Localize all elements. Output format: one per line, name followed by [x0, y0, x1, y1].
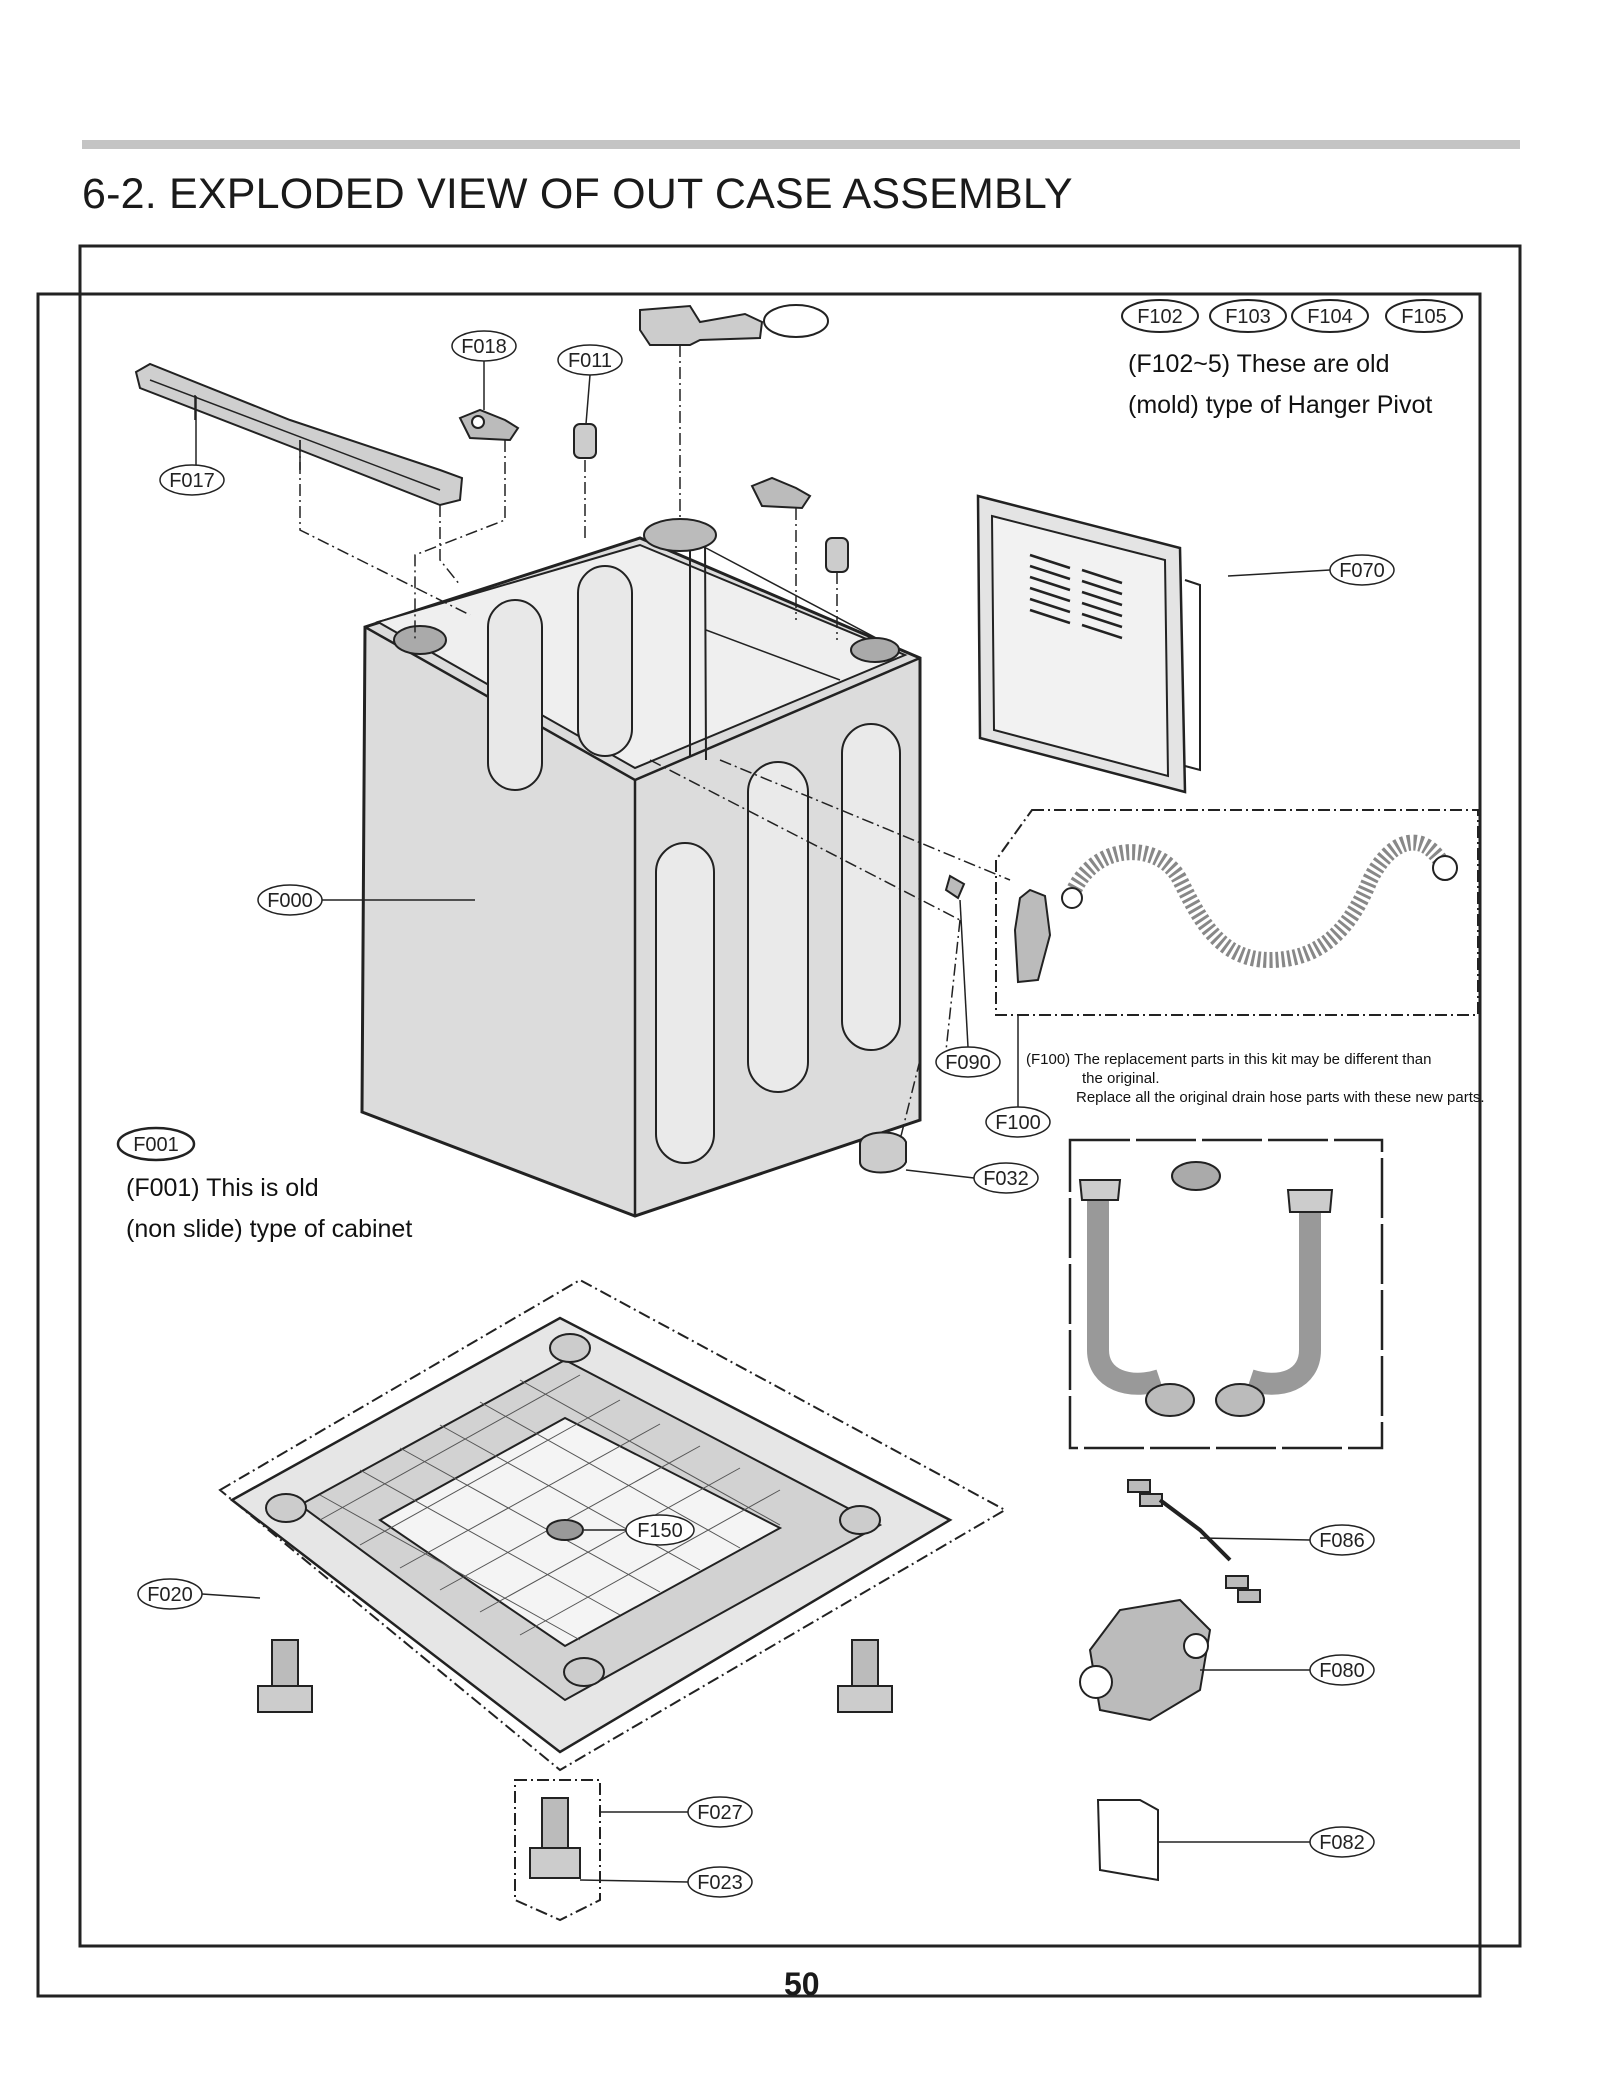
callout-f104: F104	[1291, 299, 1369, 333]
svg-text:F082: F082	[1319, 1832, 1365, 1854]
svg-text:F102: F102	[1137, 306, 1183, 328]
assembly-lines	[299, 345, 1011, 1141]
svg-text:F104: F104	[1307, 306, 1353, 328]
leveling-legs	[257, 1639, 893, 1922]
svg-text:F100: F100	[995, 1112, 1041, 1134]
callout-labels: F102 F103 F104 F105 F018 F011 F017 F070 …	[116, 299, 1463, 1898]
callout-f082: F082	[1158, 1826, 1375, 1858]
callout-f103: F103	[1209, 299, 1287, 333]
water-valve-f080	[1079, 1598, 1212, 1722]
svg-text:F070: F070	[1339, 560, 1385, 582]
callout-f070: F070	[1227, 554, 1395, 586]
note-line: Replace all the original drain hose part…	[1076, 1089, 1485, 1106]
cabinet-drawing	[360, 518, 922, 1218]
callout-f090: F090	[935, 899, 1001, 1078]
cabinet-note: (F001) This is old (non slide) type of c…	[126, 1168, 412, 1250]
svg-text:F103: F103	[1225, 306, 1271, 328]
svg-text:F027: F027	[697, 1802, 743, 1824]
rear-cover-drawing	[976, 494, 1201, 794]
note-line: (non slide) type of cabinet	[126, 1215, 413, 1243]
callout-f102: F102	[1121, 299, 1199, 333]
svg-text:F032: F032	[983, 1168, 1029, 1190]
cabinet-emboss	[487, 599, 543, 791]
header-rule	[82, 140, 1520, 149]
inlet-hose-kit	[1068, 1138, 1384, 1450]
hose-clamp-f032	[859, 1131, 907, 1174]
callout-f105: F105	[1385, 299, 1463, 333]
svg-text:F105: F105	[1401, 306, 1447, 328]
svg-text:F000: F000	[267, 890, 313, 912]
note-line: (mold) type of Hanger Pivot	[1128, 391, 1433, 419]
callout-f011: F011	[557, 344, 623, 425]
callout-f020: F020	[137, 1578, 261, 1610]
bushing-part-f011	[573, 423, 849, 573]
callout-f017: F017	[159, 396, 225, 496]
svg-text:F080: F080	[1319, 1660, 1365, 1682]
svg-text:F150: F150	[637, 1520, 683, 1542]
svg-text:F011: F011	[568, 350, 612, 372]
page-title: 6-2. EXPLODED VIEW OF OUT CASE ASSEMBLY	[82, 170, 1073, 218]
callout-f086: F086	[1199, 1524, 1375, 1556]
callout-f032: F032	[905, 1162, 1039, 1194]
svg-text:F086: F086	[1319, 1530, 1365, 1552]
svg-text:F020: F020	[147, 1584, 193, 1606]
drain-hose-note: (F100) The replacement parts in this kit…	[1026, 1050, 1485, 1107]
pivot-part-f018	[458, 408, 520, 442]
callout-f100: F100	[985, 1015, 1051, 1138]
diagram-frame	[78, 244, 1522, 1948]
svg-text:F001: F001	[133, 1134, 179, 1156]
svg-text:F018: F018	[461, 336, 507, 358]
note-line: (F001) This is old	[126, 1174, 319, 1202]
note-line: the original.	[1082, 1070, 1160, 1087]
callout-f023: F023	[579, 1866, 753, 1898]
plate-f082	[1096, 1799, 1159, 1882]
callout-f018: F018	[451, 330, 517, 410]
page-number: 50	[784, 1966, 820, 2002]
hose-clip-f090	[944, 874, 966, 900]
page-frame	[36, 292, 1482, 1998]
svg-text:F017: F017	[169, 470, 215, 492]
callout-f027: F027	[600, 1796, 753, 1828]
callout-f080: F080	[1200, 1654, 1375, 1686]
svg-text:F023: F023	[697, 1872, 743, 1894]
note-line: (F100) The replacement parts in this kit…	[1026, 1051, 1432, 1068]
clamp-part	[639, 304, 829, 346]
callout-f001: F001	[116, 1126, 196, 1162]
note-line: (F102~5) These are old	[1128, 350, 1390, 378]
callout-f150: F150	[584, 1514, 695, 1546]
drain-hose-kit	[995, 809, 1479, 1016]
pivot-part	[750, 476, 812, 510]
wire-harness-f086	[1127, 1479, 1261, 1603]
svg-text:F090: F090	[945, 1052, 991, 1074]
callout-f000: F000	[257, 884, 475, 916]
hanger-pivot-note: (F102~5) These are old (mold) type of Ha…	[1128, 344, 1432, 426]
